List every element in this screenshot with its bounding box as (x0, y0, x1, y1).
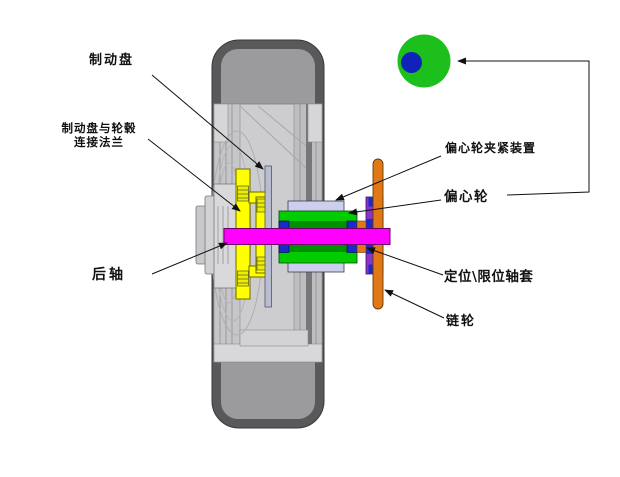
leader-limit-sleeve (366, 247, 444, 276)
clamp-bearings (278, 220, 358, 253)
leader-clamp-device (335, 155, 442, 201)
leader-sprocket (384, 289, 445, 319)
rear-axle-shaft (223, 228, 391, 245)
label-hub-flange-line2: 连接法兰 (74, 135, 124, 149)
clamp-cap-top (287, 200, 345, 213)
label-limit-sleeve: 定位\限位轴套 (444, 269, 534, 285)
leader-eccentric-wheel (348, 199, 442, 216)
label-hub-flange: 制动盘与轮毂 连接法兰 (48, 121, 150, 149)
leader-eccentric-to-indicator (457, 57, 590, 196)
label-sprocket: 链轮 (446, 314, 477, 329)
label-rear-axle: 后轴 (92, 267, 126, 283)
leader-rear-axle (151, 242, 228, 275)
label-hub-flange-line1: 制动盘与轮毂 (61, 121, 137, 135)
indicator-circle-icon (397, 34, 451, 88)
label-brake-disc: 制动盘 (89, 53, 135, 68)
rim-bottom-band (213, 343, 323, 363)
label-clamp-device: 偏心轮夹紧装置 (445, 141, 537, 155)
leader-lines (147, 57, 590, 319)
clamp-device (278, 200, 358, 273)
label-eccentric-wheel: 偏心轮 (444, 189, 489, 205)
indicator-dot-icon (401, 52, 422, 73)
eccentric-end-view-indicator (397, 34, 451, 88)
leader-flange (147, 138, 241, 212)
leader-brake-disc (151, 74, 264, 170)
